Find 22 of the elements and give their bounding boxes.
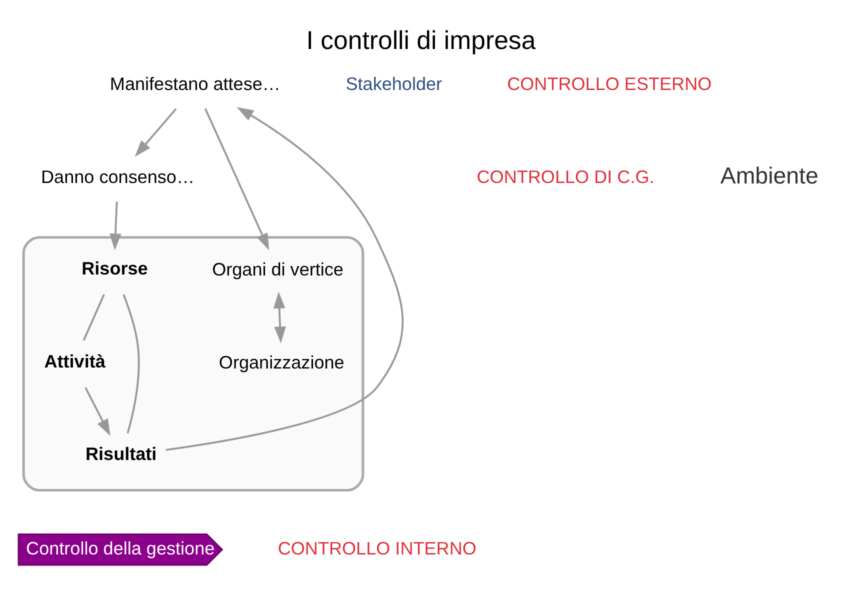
arrow — [84, 386, 110, 436]
arrow — [166, 106, 404, 450]
node-text: Attività — [44, 350, 106, 371]
node-text: Organizzazione — [218, 352, 344, 372]
node-text: Danno consenso… — [41, 166, 195, 186]
label: CONTROLLO ESTERNO — [507, 73, 712, 94]
node-text: Risultati — [86, 444, 157, 464]
cluster — [22, 236, 364, 492]
label: Stakeholder — [346, 73, 442, 94]
node-text: Risorse — [82, 258, 148, 278]
label: CONTROLLO DI C.G. — [476, 166, 654, 186]
arrow — [204, 108, 270, 250]
diagram-title: I controlli di impresa — [306, 26, 536, 54]
label: CONTROLLO INTERNO — [278, 538, 476, 558]
connector — [122, 294, 140, 434]
connector — [82, 294, 105, 340]
arrow — [110, 201, 122, 250]
label: Ambiente — [720, 162, 818, 188]
node-text: Manifestano attese… — [110, 73, 280, 94]
arrow — [134, 108, 177, 156]
arrow — [273, 291, 286, 343]
node-text: Organi di vertice — [212, 259, 344, 280]
